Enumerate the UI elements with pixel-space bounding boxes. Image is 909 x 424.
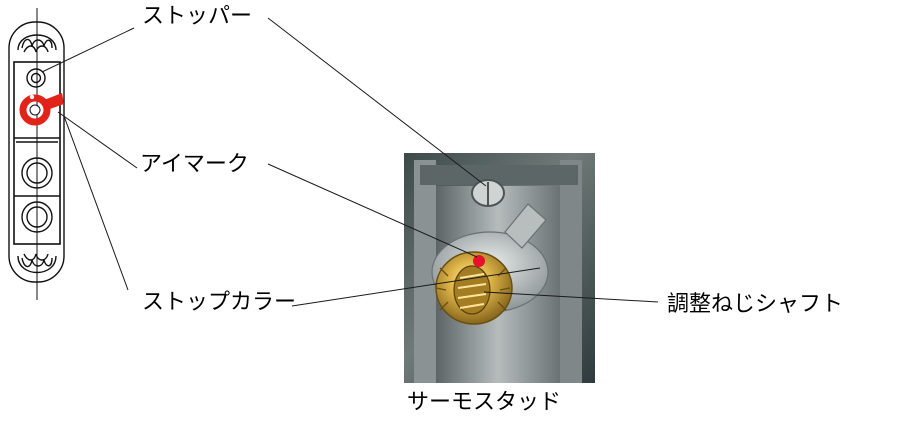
stop-collar-marker <box>19 93 64 126</box>
leader-eye-photo <box>267 163 478 258</box>
leader-collar-drawing <box>63 115 129 291</box>
leader-stopper-drawing <box>41 27 135 73</box>
thermostat-photo <box>404 153 595 383</box>
label-eye-mark: アイマーク <box>140 152 249 177</box>
label-stopper: ストッパー <box>142 4 253 29</box>
leader-collar-photo <box>291 267 541 307</box>
photo-eye-mark <box>473 255 485 267</box>
caption-thermostat: サーモスタッド <box>407 390 562 415</box>
leader-shaft-photo <box>483 291 659 303</box>
leader-eye-drawing <box>57 111 138 169</box>
bottom-coil <box>17 253 57 274</box>
thermostat-line-drawing <box>8 8 65 300</box>
top-coil <box>17 34 57 53</box>
label-stop-collar: ストップカラー <box>142 290 297 315</box>
leader-stopper-photo <box>267 17 487 187</box>
photo-stopper <box>471 179 505 207</box>
leader-lines <box>41 17 659 307</box>
photo-adjust-shaft <box>435 251 513 325</box>
label-adjust-shaft: 調整ねじシャフト <box>667 292 844 317</box>
